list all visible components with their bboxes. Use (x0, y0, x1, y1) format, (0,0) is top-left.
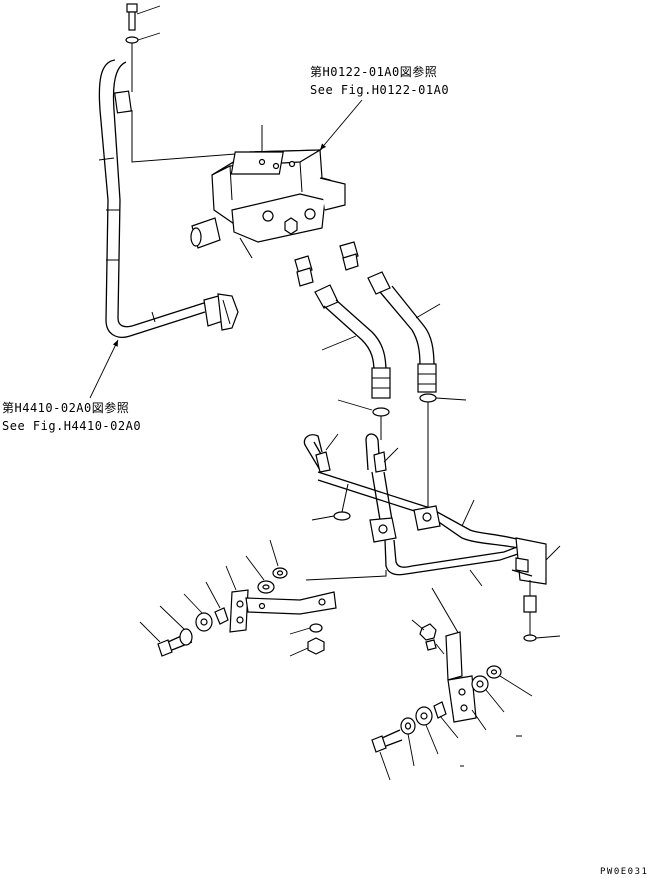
left-pump-hose (98, 59, 239, 338)
control-valve (190, 149, 346, 259)
fitting-left (294, 255, 314, 287)
valve-ref-en: See Fig.H0122-01A0 (310, 83, 449, 97)
clamp-stack-right (371, 587, 533, 781)
top-washer (125, 32, 161, 92)
valve-ref-arrow (319, 99, 363, 151)
tube-assembly (303, 402, 561, 642)
pump-ref-en: See Fig.H4410-02A0 (2, 419, 141, 433)
clamp-stack-left (139, 539, 387, 657)
hose-right (367, 271, 441, 393)
top-bolt (126, 3, 161, 31)
pump-ref-arrow (89, 339, 119, 399)
valve-ref-jp: 第H0122-01A0図参照 (310, 64, 437, 79)
fitting-right (339, 241, 359, 271)
drawing-code: PW0E031 (600, 867, 648, 877)
pump-ref-jp: 第H4410-02A0図参照 (2, 400, 129, 415)
hose-left (314, 284, 391, 399)
o-ring-right (419, 393, 467, 403)
valve-leader-line (131, 110, 263, 163)
o-ring-left (337, 399, 390, 417)
